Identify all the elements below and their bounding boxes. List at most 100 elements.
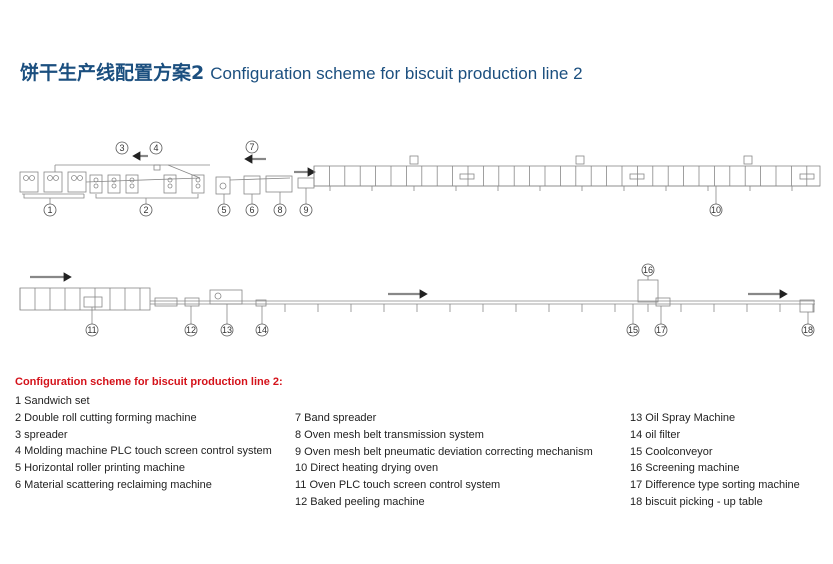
arrow-left-1-head [132,151,141,161]
picking-table [799,299,815,313]
marker-circle [273,203,287,217]
marker-circle [217,203,231,217]
marker-11: 11 [85,307,99,337]
sorting-machine [655,297,671,307]
legend-item: 9 Oven mesh belt pneumatic deviation cor… [295,445,593,458]
plc-panel [83,296,103,308]
legend-item: 2 Double roll cutting forming machine [15,411,197,424]
marker-label: 18 [803,325,813,335]
legend-item: 14 oil filter [630,428,681,441]
marker-3: 3 [115,141,129,155]
incline-conveyor [167,164,201,179]
drawing-part [53,175,59,181]
legend-heading: Configuration scheme for biscuit product… [15,376,283,388]
marker-16: 16 [641,263,655,280]
arrow-left-2-head [244,154,253,164]
legend-item: 17 Difference type sorting machine [630,479,800,492]
marker-circle [255,323,269,337]
drawing-part [93,183,99,189]
marker-label: 13 [222,325,232,335]
marker-circle [139,203,153,217]
sandwich-unit [19,171,39,193]
marker-label: 4 [153,143,158,153]
marker-label: 3 [119,143,124,153]
drawing-part [47,175,53,181]
peeling-machine [154,297,178,307]
marker-label: 17 [656,325,666,335]
arrow-right-3-head [419,289,428,299]
marker-circle [801,323,815,337]
marker-5: 5 [217,194,231,217]
sandwich-unit [67,171,87,193]
marker-12: 12 [184,306,198,337]
marker-1: 1 [23,194,85,217]
drawing-part [129,183,135,189]
drawing-part [167,183,173,189]
drawing-part [111,183,117,189]
marker-4: 4 [149,141,163,155]
legend-item: 8 Oven mesh belt transmission system [295,428,484,441]
marker-10: 10 [709,186,723,217]
burner-box [575,155,585,165]
title-english: Configuration scheme for biscuit product… [210,64,583,83]
marker-circle [115,141,129,155]
legend-column-3: 13 Oil Spray Machine 14 oil filter 15 Co… [630,410,800,511]
marker-label: 14 [257,325,267,335]
legend-item: 6 Material scattering reclaiming machine [15,478,212,491]
burner-box [409,155,419,165]
marker-15: 15 [626,304,640,337]
legend-item: 16 Screening machine [630,462,740,475]
marker-9: 9 [299,188,313,217]
marker-circle [641,263,655,277]
marker-label: 9 [303,205,308,215]
legend-item: 11 Oven PLC touch screen control system [295,479,501,492]
marker-circle [245,140,259,154]
marker-18: 18 [801,312,815,337]
marker-circle [626,323,640,337]
conveyor [85,177,201,183]
leader-line [95,194,199,204]
oven-body [313,165,821,187]
legend-item: 1 Sandwich set [15,395,90,407]
printing-machine [215,176,231,195]
marker-circle [85,323,99,337]
legend-item: 12 Baked peeling machine [295,495,425,508]
legend-column-1: 1 Sandwich set 2 Double roll cutting for… [15,393,272,494]
burner-box [743,155,753,165]
marker-circle [709,203,723,217]
marker-13: 13 [220,304,234,337]
deviation-unit [297,177,315,189]
roller-unit [89,174,103,194]
plc-box [153,164,161,171]
marker-label: 8 [277,205,282,215]
title-chinese: 饼干生产线配置方案2 [20,62,205,84]
drawing-part [195,177,201,183]
oven-panel [799,173,815,180]
marker-circle [654,323,668,337]
marker-17: 17 [654,306,668,337]
marker-label: 2 [143,205,148,215]
drawing-part [23,175,29,181]
roller-unit [191,174,205,194]
marker-label: 1 [47,205,52,215]
legend-item: 13 Oil Spray Machine [630,412,736,424]
marker-label: 15 [628,325,638,335]
marker-circle [245,203,259,217]
marker-label: 7 [249,142,254,152]
marker-label: 10 [711,205,721,215]
marker-label: 5 [221,205,226,215]
marker-label: 6 [249,205,254,215]
marker-circle [220,323,234,337]
roller-unit [125,174,139,194]
drawing-part [29,175,35,181]
drawing-part [77,175,83,181]
drawing-part [71,175,77,181]
arrow-right-2-head [63,272,72,282]
legend-column-2: 7 Band spreader 8 Oven mesh belt transmi… [295,410,593,511]
leader-line [23,194,85,204]
drawing-part [195,183,201,189]
legend-item: 3 spreader [15,428,68,441]
peeling-unit [184,297,200,307]
